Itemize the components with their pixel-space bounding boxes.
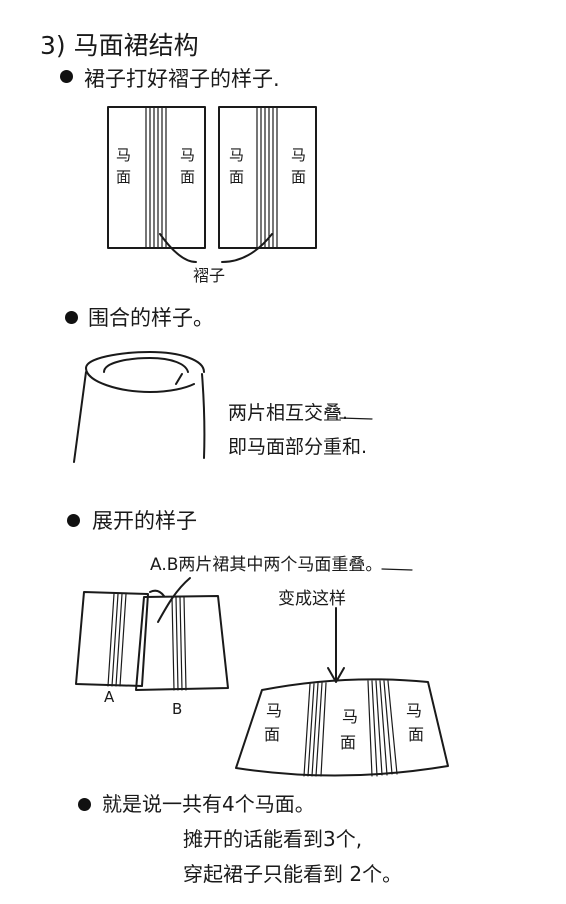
bullet-dot (60, 70, 73, 83)
pleat-lines (171, 596, 187, 691)
panel-label: 马 (116, 146, 131, 164)
panel-label: 马 (406, 701, 422, 720)
wrapped-skirt-drawing (73, 351, 206, 463)
overlap-pointer (157, 577, 191, 623)
summary-line-2: 穿起裙子只能看到 2个。 (183, 862, 403, 886)
panel-label: 马 (291, 146, 306, 164)
pleat-pointer (159, 233, 197, 263)
overlap-note: A.B两片裙其中两个马面重叠。 (150, 555, 383, 575)
pleated-skirt-drawing: 马 面 马 面 马 面 马 面 褶子 (107, 106, 317, 285)
bullet-unfolded-text: 展开的样子 (92, 509, 197, 533)
panel-label: 马 (342, 707, 358, 726)
piece-a-label: A (104, 688, 115, 706)
panel-label: 面 (180, 168, 195, 186)
panel-label: 马 (229, 146, 244, 164)
pleat-pointer (221, 233, 273, 263)
panel-label: 面 (264, 725, 280, 744)
bullet-wrapped-text: 围合的样子。 (88, 306, 214, 330)
bullet-dot (65, 311, 78, 324)
panel-label: 面 (229, 168, 244, 186)
bullet-dot (78, 798, 91, 811)
wrap-note-1: 两片相互交叠. (228, 402, 349, 424)
panel-label: 面 (291, 168, 306, 186)
underline-decoration (339, 417, 373, 420)
piece-b-label: B (172, 700, 182, 718)
pleat-lines (107, 593, 127, 687)
piece-a-outline (75, 591, 149, 687)
flared-skirt-drawing: 马 面 马 面 马 面 (235, 678, 449, 777)
wrap-note-2: 即马面部分重和. (228, 436, 368, 458)
pleat-label: 褶子 (193, 266, 225, 285)
pleat-lines (256, 106, 278, 249)
panel-outline (107, 106, 206, 249)
bullet-pleated-text: 裙子打好褶子的样子. (84, 67, 280, 91)
section-title: 3) 马面裙结构 (40, 31, 199, 60)
underline-decoration (381, 568, 413, 571)
panel-label: 马 (180, 146, 195, 164)
unfolded-pieces-drawing: A B (75, 577, 229, 718)
panel-label: 面 (340, 733, 356, 752)
flared-skirt-outline (235, 678, 449, 777)
pleat-lines (145, 106, 167, 249)
piece-b-outline (135, 595, 229, 691)
bullet-summary-text: 就是说一共有4个马面。 (102, 792, 315, 816)
pleat-lines (367, 680, 398, 777)
panel-outline (218, 106, 317, 249)
panel-label: 面 (408, 725, 424, 744)
overlap-pointer (149, 589, 165, 597)
panel-label: 面 (116, 168, 131, 186)
panel-label: 马 (266, 701, 282, 720)
pleat-lines (303, 682, 327, 777)
bullet-dot (67, 514, 80, 527)
summary-line-1: 摊开的话能看到3个, (183, 827, 363, 851)
becomes-note: 变成这样 (278, 589, 346, 609)
arrow-down-icon (327, 607, 345, 683)
